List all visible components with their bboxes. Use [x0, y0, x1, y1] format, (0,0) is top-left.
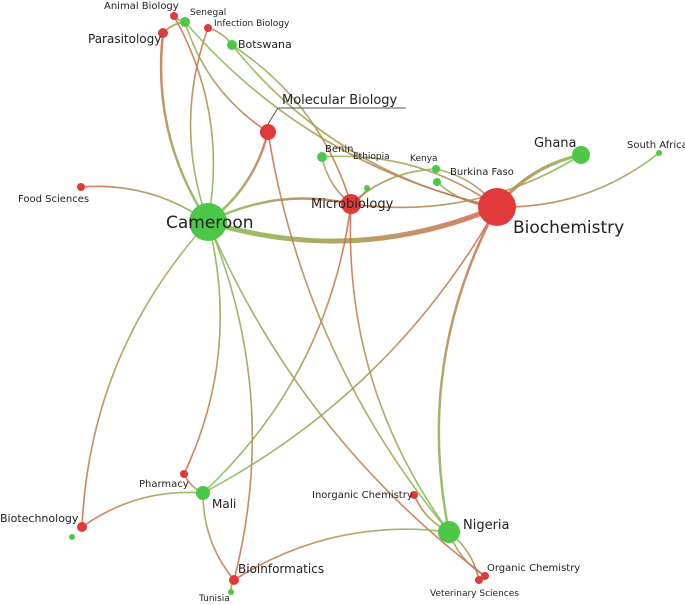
- label-molecular-biology: Molecular Biology: [282, 93, 398, 108]
- node-parasitology[interactable]: [158, 28, 168, 38]
- label-animal-biology: Animal Biology: [104, 1, 179, 12]
- node-mali[interactable]: [196, 486, 210, 500]
- node-south-africa[interactable]: [656, 150, 662, 156]
- node-veterinary-sciences[interactable]: [475, 576, 483, 584]
- node-molecular-biology[interactable]: [260, 124, 276, 140]
- label-senegal: Senegal: [190, 8, 226, 18]
- node-microbiology[interactable]: [341, 194, 361, 214]
- node-ghana[interactable]: [572, 146, 590, 164]
- edge-cameroon-biochemistry: [207, 204, 498, 244]
- nodes-layer: [69, 12, 662, 595]
- edge-biochemistry-south_africa: [496, 152, 660, 208]
- edge-cameroon-organic_chemistry: [207, 221, 486, 577]
- edge-microbiology-ghana: [350, 154, 582, 209]
- label-bioinformatics: Bioinformatics: [238, 562, 324, 576]
- label-parasitology: Parasitology: [88, 32, 161, 46]
- node-burkina-faso[interactable]: [433, 178, 441, 186]
- label-microbiology: Microbiology: [311, 197, 394, 212]
- edge-biochemistry-mali: [202, 206, 498, 494]
- label-leader-line: [267, 107, 279, 125]
- node-infection-biology[interactable]: [204, 24, 212, 32]
- label-biochemistry: Biochemistry: [513, 218, 624, 238]
- edge-mali-bioinformatics: [202, 492, 235, 581]
- edge-microbiology-botswana: [231, 44, 352, 205]
- edge-biochemistry-benin: [321, 155, 498, 208]
- node-cameroon[interactable]: [189, 203, 227, 241]
- edge-cameroon-animal_biology: [173, 15, 215, 223]
- edge-cameroon-parasitology: [159, 32, 210, 223]
- node-ethiopia[interactable]: [364, 185, 370, 191]
- edge-biochemistry-nigeria: [437, 206, 499, 533]
- node-organic-chemistry[interactable]: [481, 572, 489, 580]
- label-tunisia: Tunisia: [198, 594, 230, 604]
- label-infection-biology: Infection Biology: [214, 19, 290, 29]
- label-pharmacy: Pharmacy: [139, 479, 189, 490]
- edge-microbiology-nigeria: [349, 203, 450, 533]
- node-pharmacy[interactable]: [180, 470, 188, 478]
- node-tunisia[interactable]: [228, 589, 234, 595]
- edge-cameroon-biotechnology: [81, 221, 209, 528]
- node-animal-biology[interactable]: [170, 12, 178, 20]
- label-botswana: Botswana: [238, 38, 292, 51]
- edge-microbiology-mali: [202, 203, 352, 494]
- label-burkina-faso: Burkina Faso: [450, 167, 514, 178]
- edge-mali-biotechnology: [81, 491, 204, 528]
- edge-molecular_biology-nigeria: [267, 131, 450, 533]
- edge-biochemistry-senegal: [184, 21, 498, 208]
- node-companion-dot: [69, 534, 75, 540]
- node-biotechnology[interactable]: [77, 522, 87, 532]
- node-senegal[interactable]: [180, 17, 190, 27]
- node-kenya[interactable]: [432, 165, 440, 173]
- label-mali: Mali: [212, 497, 236, 511]
- label-food-sciences: Food Sciences: [18, 194, 89, 205]
- label-benin: Benin: [325, 144, 353, 155]
- node-biochemistry[interactable]: [478, 188, 516, 226]
- node-inorganic-chemistry[interactable]: [410, 491, 418, 499]
- node-botswana[interactable]: [227, 40, 237, 50]
- node-food-sciences[interactable]: [77, 183, 85, 191]
- edge-cameroon-bioinformatics: [207, 221, 254, 581]
- edge-molecular_biology-senegal: [184, 21, 269, 133]
- label-veterinary-sciences: Veterinary Sciences: [430, 589, 519, 599]
- node-nigeria[interactable]: [438, 521, 460, 543]
- label-ghana: Ghana: [534, 136, 577, 151]
- node-benin[interactable]: [317, 152, 327, 162]
- label-organic-chemistry: Organic Chemistry: [487, 563, 580, 574]
- label-ethiopia: Ethiopia: [353, 152, 390, 162]
- label-cameroon: Cameroon: [166, 213, 254, 233]
- edge-nigeria-bioinformatics: [233, 528, 450, 581]
- label-biotechnology: Biotechnology: [0, 512, 79, 525]
- node-bioinformatics[interactable]: [229, 575, 239, 585]
- edge-cameroon-pharmacy: [183, 221, 222, 475]
- label-inorganic-chemistry: Inorganic Chemistry: [312, 490, 413, 501]
- label-south-africa: South Africa: [627, 140, 685, 151]
- label-nigeria: Nigeria: [463, 518, 510, 533]
- label-kenya: Kenya: [410, 154, 438, 164]
- edge-cameroon-infection_biology: [189, 27, 209, 223]
